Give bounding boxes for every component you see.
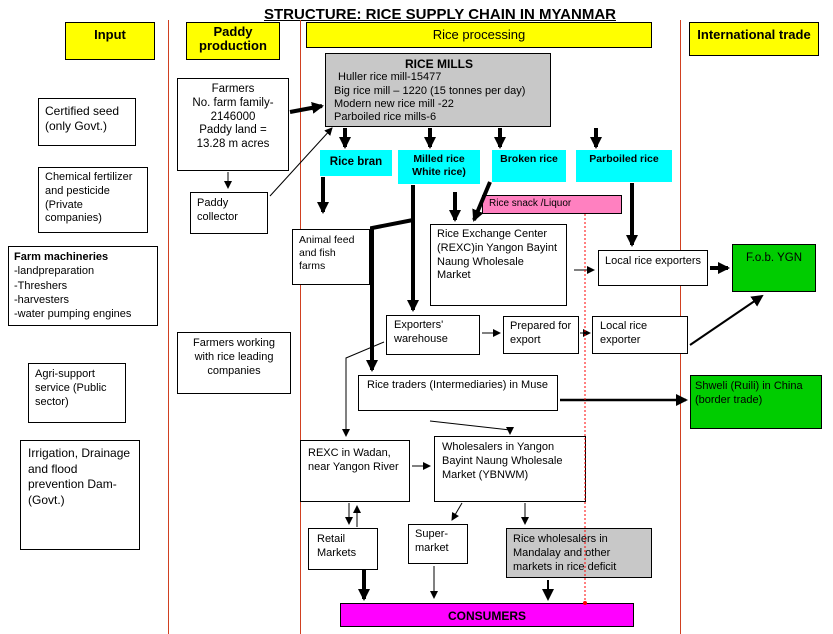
rice-bran-label: Rice bran	[329, 156, 383, 168]
arrow-broken-rexc	[472, 181, 492, 222]
rice-mill-line: Huller rice mill-15477	[338, 71, 442, 84]
irrigation-label: Irrigation, Drainage and flood preventio…	[28, 446, 131, 507]
header-international-label: International trade	[697, 27, 811, 42]
mandalay-wholesalers-box: Rice wholesalers in Mandalay and other m…	[506, 528, 652, 578]
rexc-yangon-box: Rice Exchange Center (REXC)in Yangon Bay…	[430, 224, 567, 306]
animal-feed-label: Animal feed and fish farms	[299, 234, 355, 273]
rexc-wadan-box: REXC in Wadan, near Yangon River	[300, 440, 410, 502]
local-exporter-2-label: Local rice exporter	[600, 320, 648, 346]
milled-rice-box: Milled rice White rice)	[398, 150, 480, 184]
broken-rice-label: Broken rice	[500, 153, 558, 165]
irrigation-box: Irrigation, Drainage and flood preventio…	[20, 440, 140, 550]
rexc-yangon-label: Rice Exchange Center (REXC)in Yangon Bay…	[437, 228, 558, 282]
prepared-export-box: Prepared for export	[503, 316, 579, 354]
arrow-traders-wholesalers	[429, 420, 514, 435]
animal-feed-box: Animal feed and fish farms	[292, 229, 370, 285]
exporters-warehouse-label: Exporters' warehouse	[394, 319, 448, 345]
rice-traders-box: Rice traders (Intermediaries) in Muse	[358, 375, 558, 411]
arrow-wholesalers-supermarket	[451, 502, 463, 521]
supermarket-label: Super- market	[415, 528, 449, 554]
shweli-box: Shweli (Ruili) in China (border trade)	[690, 375, 822, 429]
parboiled-rice-label: Parboiled rice	[589, 153, 659, 165]
machinery-item: -Threshers	[14, 279, 68, 292]
rexc-wadan-label: REXC in Wadan, near Yangon River	[308, 447, 399, 473]
header-processing-label: Rice processing	[432, 27, 526, 42]
rice-snack-label: Rice snack /Liquor	[489, 198, 572, 209]
header-input-label: Input	[94, 27, 126, 42]
divider-2	[300, 20, 301, 634]
agri-support-label: Agri-support service (Public sector)	[35, 368, 107, 408]
farmers-line: Farmers	[211, 83, 255, 95]
paddy-collector-box: Paddy collector	[190, 192, 268, 234]
arrow-milled-traders	[366, 218, 414, 372]
rice-mill-line: Big rice mill – 1220 (15 tonnes per day)	[334, 84, 526, 97]
farm-machineries-box: Farm machineries -landpreparation -Thres…	[8, 246, 158, 326]
mandalay-wholesalers-label: Rice wholesalers in Mandalay and other m…	[513, 533, 617, 577]
header-paddy: Paddy production	[186, 22, 280, 60]
arrow-collector-mills	[269, 127, 333, 197]
header-paddy-label: Paddy production	[199, 24, 267, 54]
farmers-line: 2146000	[210, 110, 256, 123]
machinery-item: -landpreparation	[14, 265, 95, 278]
agri-support-box: Agri-support service (Public sector)	[28, 363, 126, 423]
fob-box: F.o.b. YGN	[732, 244, 816, 292]
arrow-exporter-fob	[689, 294, 764, 346]
local-exporter-2-box: Local rice exporter	[592, 316, 688, 354]
machinery-item: -water pumping engines	[14, 308, 132, 321]
arrow-farmers-mills	[289, 101, 324, 114]
farmers-box: Farmers No. farm family- 2146000 Paddy l…	[177, 78, 289, 171]
wholesalers-yangon-label: Wholesalers in Yangon Bayint Naung Whole…	[442, 441, 563, 481]
header-input: Input	[65, 22, 155, 60]
paddy-collector-label: Paddy collector	[197, 197, 238, 223]
farmers-line: 13.28 m acres	[196, 138, 270, 151]
wholesalers-yangon-box: Wholesalers in Yangon Bayint Naung Whole…	[434, 436, 586, 502]
farmers-companies-box: Farmers working with rice leading compan…	[177, 332, 291, 394]
local-exporters-1-label: Local rice exporters	[605, 255, 701, 267]
rice-mill-line: Parboiled rice mills-6	[334, 110, 437, 123]
retail-markets-label: Retail Markets	[317, 533, 357, 559]
rice-bran-box: Rice bran	[320, 150, 392, 176]
diagram-title: STRUCTURE: RICE SUPPLY CHAIN IN MYANMAR	[264, 6, 616, 23]
farm-machineries-title: Farm machineries	[14, 251, 109, 263]
header-processing: Rice processing	[306, 22, 652, 48]
farmers-line: Paddy land =	[199, 124, 267, 137]
rice-mills-title: RICE MILLS	[405, 57, 473, 71]
chemical-fertilizer-box: Chemical fertilizer and pesticide (Priva…	[38, 167, 148, 233]
consumers-box: CONSUMERS	[340, 603, 634, 627]
milled-rice-label: Milled rice White rice)	[412, 153, 466, 179]
chemical-fertilizer-label: Chemical fertilizer and pesticide (Priva…	[45, 171, 133, 225]
rice-mills-box: RICE MILLS Huller rice mill-15477 Big ri…	[325, 53, 551, 127]
parboiled-rice-box: Parboiled rice	[576, 150, 672, 182]
farmers-companies-label: Farmers working with rice leading compan…	[193, 337, 275, 377]
exporters-warehouse-box: Exporters' warehouse	[386, 315, 480, 355]
supermarket-box: Super- market	[408, 524, 468, 564]
fob-label: F.o.b. YGN	[745, 252, 803, 264]
machinery-item: -harvesters	[14, 293, 70, 306]
divider-1	[168, 20, 169, 634]
local-exporters-1-box: Local rice exporters	[598, 250, 708, 286]
broken-rice-box: Broken rice	[492, 150, 566, 182]
rice-snack-box: Rice snack /Liquor	[482, 195, 622, 214]
shweli-label: Shweli (Ruili) in China (border trade)	[695, 380, 803, 406]
retail-markets-box: Retail Markets	[308, 528, 378, 570]
header-international: International trade	[689, 22, 819, 56]
consumers-label: CONSUMERS	[447, 609, 526, 623]
rice-mill-line: Modern new rice mill -22	[334, 97, 454, 110]
dotted-line-end	[583, 601, 587, 605]
certified-seed-box: Certified seed (only Govt.)	[38, 98, 136, 146]
farmers-line: No. farm family-	[192, 96, 274, 109]
rice-traders-label: Rice traders (Intermediaries) in Muse	[367, 379, 548, 391]
prepared-export-label: Prepared for export	[510, 320, 572, 346]
certified-seed-label: Certified seed (only Govt.)	[45, 104, 120, 133]
arrow-warehouse-wadan	[342, 341, 385, 437]
